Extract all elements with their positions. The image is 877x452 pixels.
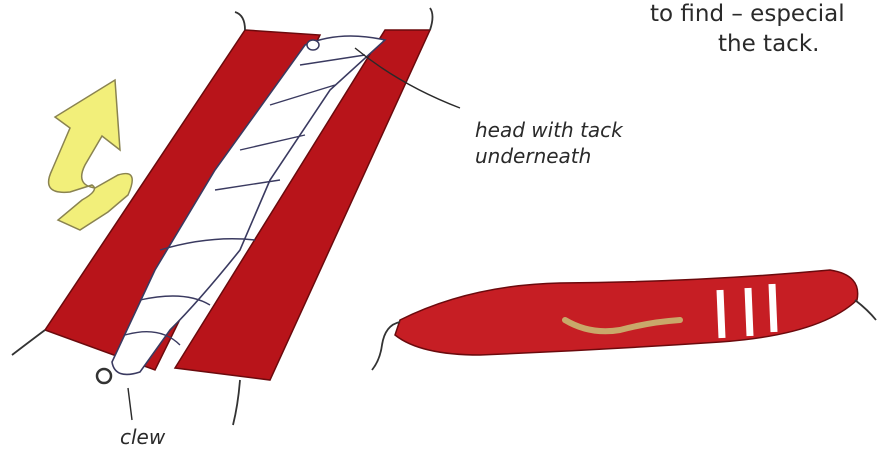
head-label-line-1: head with tack [475,118,623,142]
folding-arrow-icon [49,80,133,230]
clew-leader-line [128,388,132,420]
clew-label: clew [120,425,165,449]
head-label-line-2: underneath [475,144,591,168]
caption-line-1: to find – especial [650,0,845,28]
closed-sail-bag [372,270,876,370]
caption-line-2: the tack. [718,30,819,58]
